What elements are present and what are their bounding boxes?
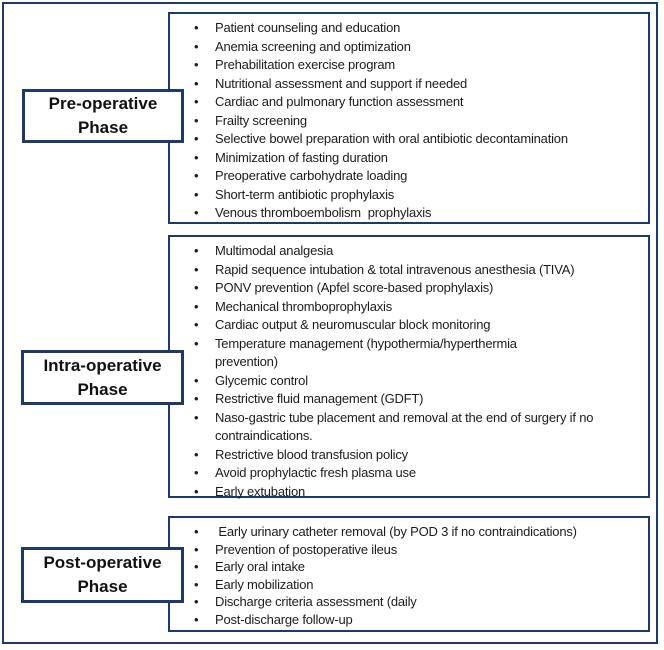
- intra-operative-phase-label-box: Intra-operative Phase: [21, 350, 184, 405]
- list-item: Temperature management (hypothermia/hype…: [190, 335, 644, 372]
- list-item: Restrictive blood transfusion policy: [190, 446, 644, 465]
- intra-operative-item-list: Multimodal analgesiaRapid sequence intub…: [170, 237, 648, 501]
- pre-operative-items-box: Patient counseling and educationAnemia s…: [168, 12, 650, 224]
- list-item: Discharge criteria assessment (daily: [190, 593, 644, 611]
- list-item: Minimization of fasting duration: [190, 149, 644, 168]
- post-operative-phase-label-box: Post-operative Phase: [21, 547, 184, 603]
- list-item: Restrictive fluid management (GDFT): [190, 390, 644, 409]
- list-item: Selective bowel preparation with oral an…: [190, 130, 644, 149]
- list-item: Avoid prophylactic fresh plasma use: [190, 464, 644, 483]
- intra-operative-items-box: Multimodal analgesiaRapid sequence intub…: [168, 235, 650, 501]
- list-item: Post-discharge follow-up: [190, 611, 644, 629]
- outer-frame: [2, 2, 658, 644]
- list-item: Short-term antibiotic prophylaxis: [190, 186, 644, 205]
- post-operative-items-box: Early urinary catheter removal (by POD 3…: [168, 516, 650, 632]
- post-operative-item-list: Early urinary catheter removal (by POD 3…: [170, 518, 648, 629]
- intra-operative-phase-label: Intra-operative Phase: [43, 355, 162, 399]
- list-item: Naso-gastric tube placement and removal …: [190, 409, 644, 446]
- list-item: Early urinary catheter removal (by POD 3…: [190, 523, 644, 541]
- list-item: Prehabilitation exercise program: [190, 56, 644, 75]
- list-item: Nutritional assessment and support if ne…: [190, 75, 644, 94]
- pre-operative-phase-label-box: Pre-operative Phase: [22, 89, 184, 143]
- list-item: Glycemic control: [190, 372, 644, 391]
- list-item: Preoperative carbohydrate loading: [190, 167, 644, 186]
- post-operative-phase-label: Post-operative Phase: [43, 553, 162, 596]
- list-item: Rapid sequence intubation & total intrav…: [190, 261, 644, 280]
- list-item: PONV prevention (Apfel score-based proph…: [190, 279, 644, 298]
- list-item: Early extubation: [190, 483, 644, 502]
- pre-operative-item-list: Patient counseling and educationAnemia s…: [170, 14, 648, 223]
- list-item: Frailty screening: [190, 112, 644, 131]
- list-item: Early mobilization: [190, 576, 644, 594]
- list-item: Anemia screening and optimization: [190, 38, 644, 57]
- list-item: Mechanical thromboprophylaxis: [190, 298, 644, 317]
- list-item: Venous thromboembolism prophylaxis: [190, 204, 644, 223]
- pre-operative-phase-label: Pre-operative Phase: [48, 94, 158, 137]
- list-item: Prevention of postoperative ileus: [190, 541, 644, 559]
- list-item: Cardiac output & neuromuscular block mon…: [190, 316, 644, 335]
- list-item: Patient counseling and education: [190, 19, 644, 38]
- list-item: Multimodal analgesia: [190, 242, 644, 261]
- list-item: Early oral intake: [190, 558, 644, 576]
- list-item: Cardiac and pulmonary function assessmen…: [190, 93, 644, 112]
